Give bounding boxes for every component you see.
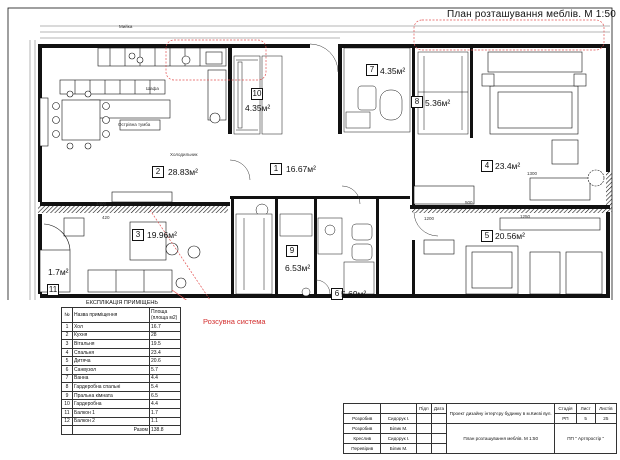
- sheet-label: Лист: [575, 403, 596, 414]
- sheets-label: Листів: [594, 403, 618, 414]
- project-name: Проект дизайну інтер'єру будинку в м.Киє…: [446, 403, 556, 424]
- room-area: 16.67м²: [286, 164, 316, 174]
- label-appliance: Холодильник: [170, 152, 198, 157]
- explication-head-name: Назва приміщення: [72, 307, 150, 323]
- label-wardrobe: Шафа: [146, 86, 159, 91]
- room-area: 23.4м²: [495, 161, 521, 171]
- explication-title: ЕКСПЛІКАЦІЯ ПРИМІЩЕНЬ: [86, 300, 158, 306]
- room-number: 6: [331, 288, 343, 300]
- room-area: 1.7м²: [48, 267, 69, 277]
- sliding-system-annotation: Розсувна система: [203, 317, 266, 326]
- room-area: 5.36м²: [425, 98, 451, 108]
- room-number: 11: [47, 284, 59, 296]
- dimension-label: 500: [465, 200, 473, 205]
- dimension-label: 1250: [520, 214, 531, 219]
- room-number: 4: [481, 160, 493, 172]
- room-area: 6.53м²: [285, 263, 311, 273]
- total-label: Разом: [72, 425, 150, 435]
- room-area: 4.35м²: [380, 66, 406, 76]
- dimension-label: 1400: [96, 201, 107, 206]
- stage-value: РП: [554, 413, 577, 424]
- room-number: 10: [251, 88, 263, 100]
- sheets-value: 25: [594, 413, 618, 424]
- room-area: 28.83м²: [168, 167, 198, 177]
- company-name: ПП " Артпростір ": [554, 423, 617, 454]
- room-area: 5.69м²: [341, 289, 367, 299]
- floor-plan: [7, 7, 613, 300]
- room-number: 5: [481, 230, 493, 242]
- room-number: 7: [366, 64, 378, 76]
- room-area: 20.56м²: [495, 231, 525, 241]
- sheet-name: План розташування меблів. М 1:50: [446, 423, 556, 454]
- explication-head-area: Площа (площа м2): [149, 307, 181, 323]
- room-number: 1: [270, 163, 282, 175]
- room-number: 9: [286, 245, 298, 257]
- room-number: 3: [132, 229, 144, 241]
- sheet-title: План розташування меблів. М 1:50: [446, 9, 616, 20]
- stage-label: Стадія: [554, 403, 577, 414]
- total-value: 138.8: [149, 425, 181, 435]
- table-total-row: Разом 138.8: [61, 425, 181, 435]
- dimension-label: 1300: [527, 171, 538, 176]
- sheet-value: 5: [575, 413, 596, 424]
- title-block: Підп Дата Проект дизайну інтер'єру будин…: [342, 403, 618, 455]
- room-number: 8: [411, 96, 423, 108]
- dimension-label: 420: [102, 215, 110, 220]
- room-area: 19.96м²: [147, 230, 177, 240]
- explication-head-num: №: [61, 307, 73, 323]
- label-kitchen-island: Острівна тумба: [118, 122, 151, 127]
- label-kitchen-top: Мийка: [119, 24, 133, 29]
- room-number: 2: [152, 166, 164, 178]
- dimension-label: 1200: [424, 216, 435, 221]
- room-area: 4.35м²: [245, 103, 271, 113]
